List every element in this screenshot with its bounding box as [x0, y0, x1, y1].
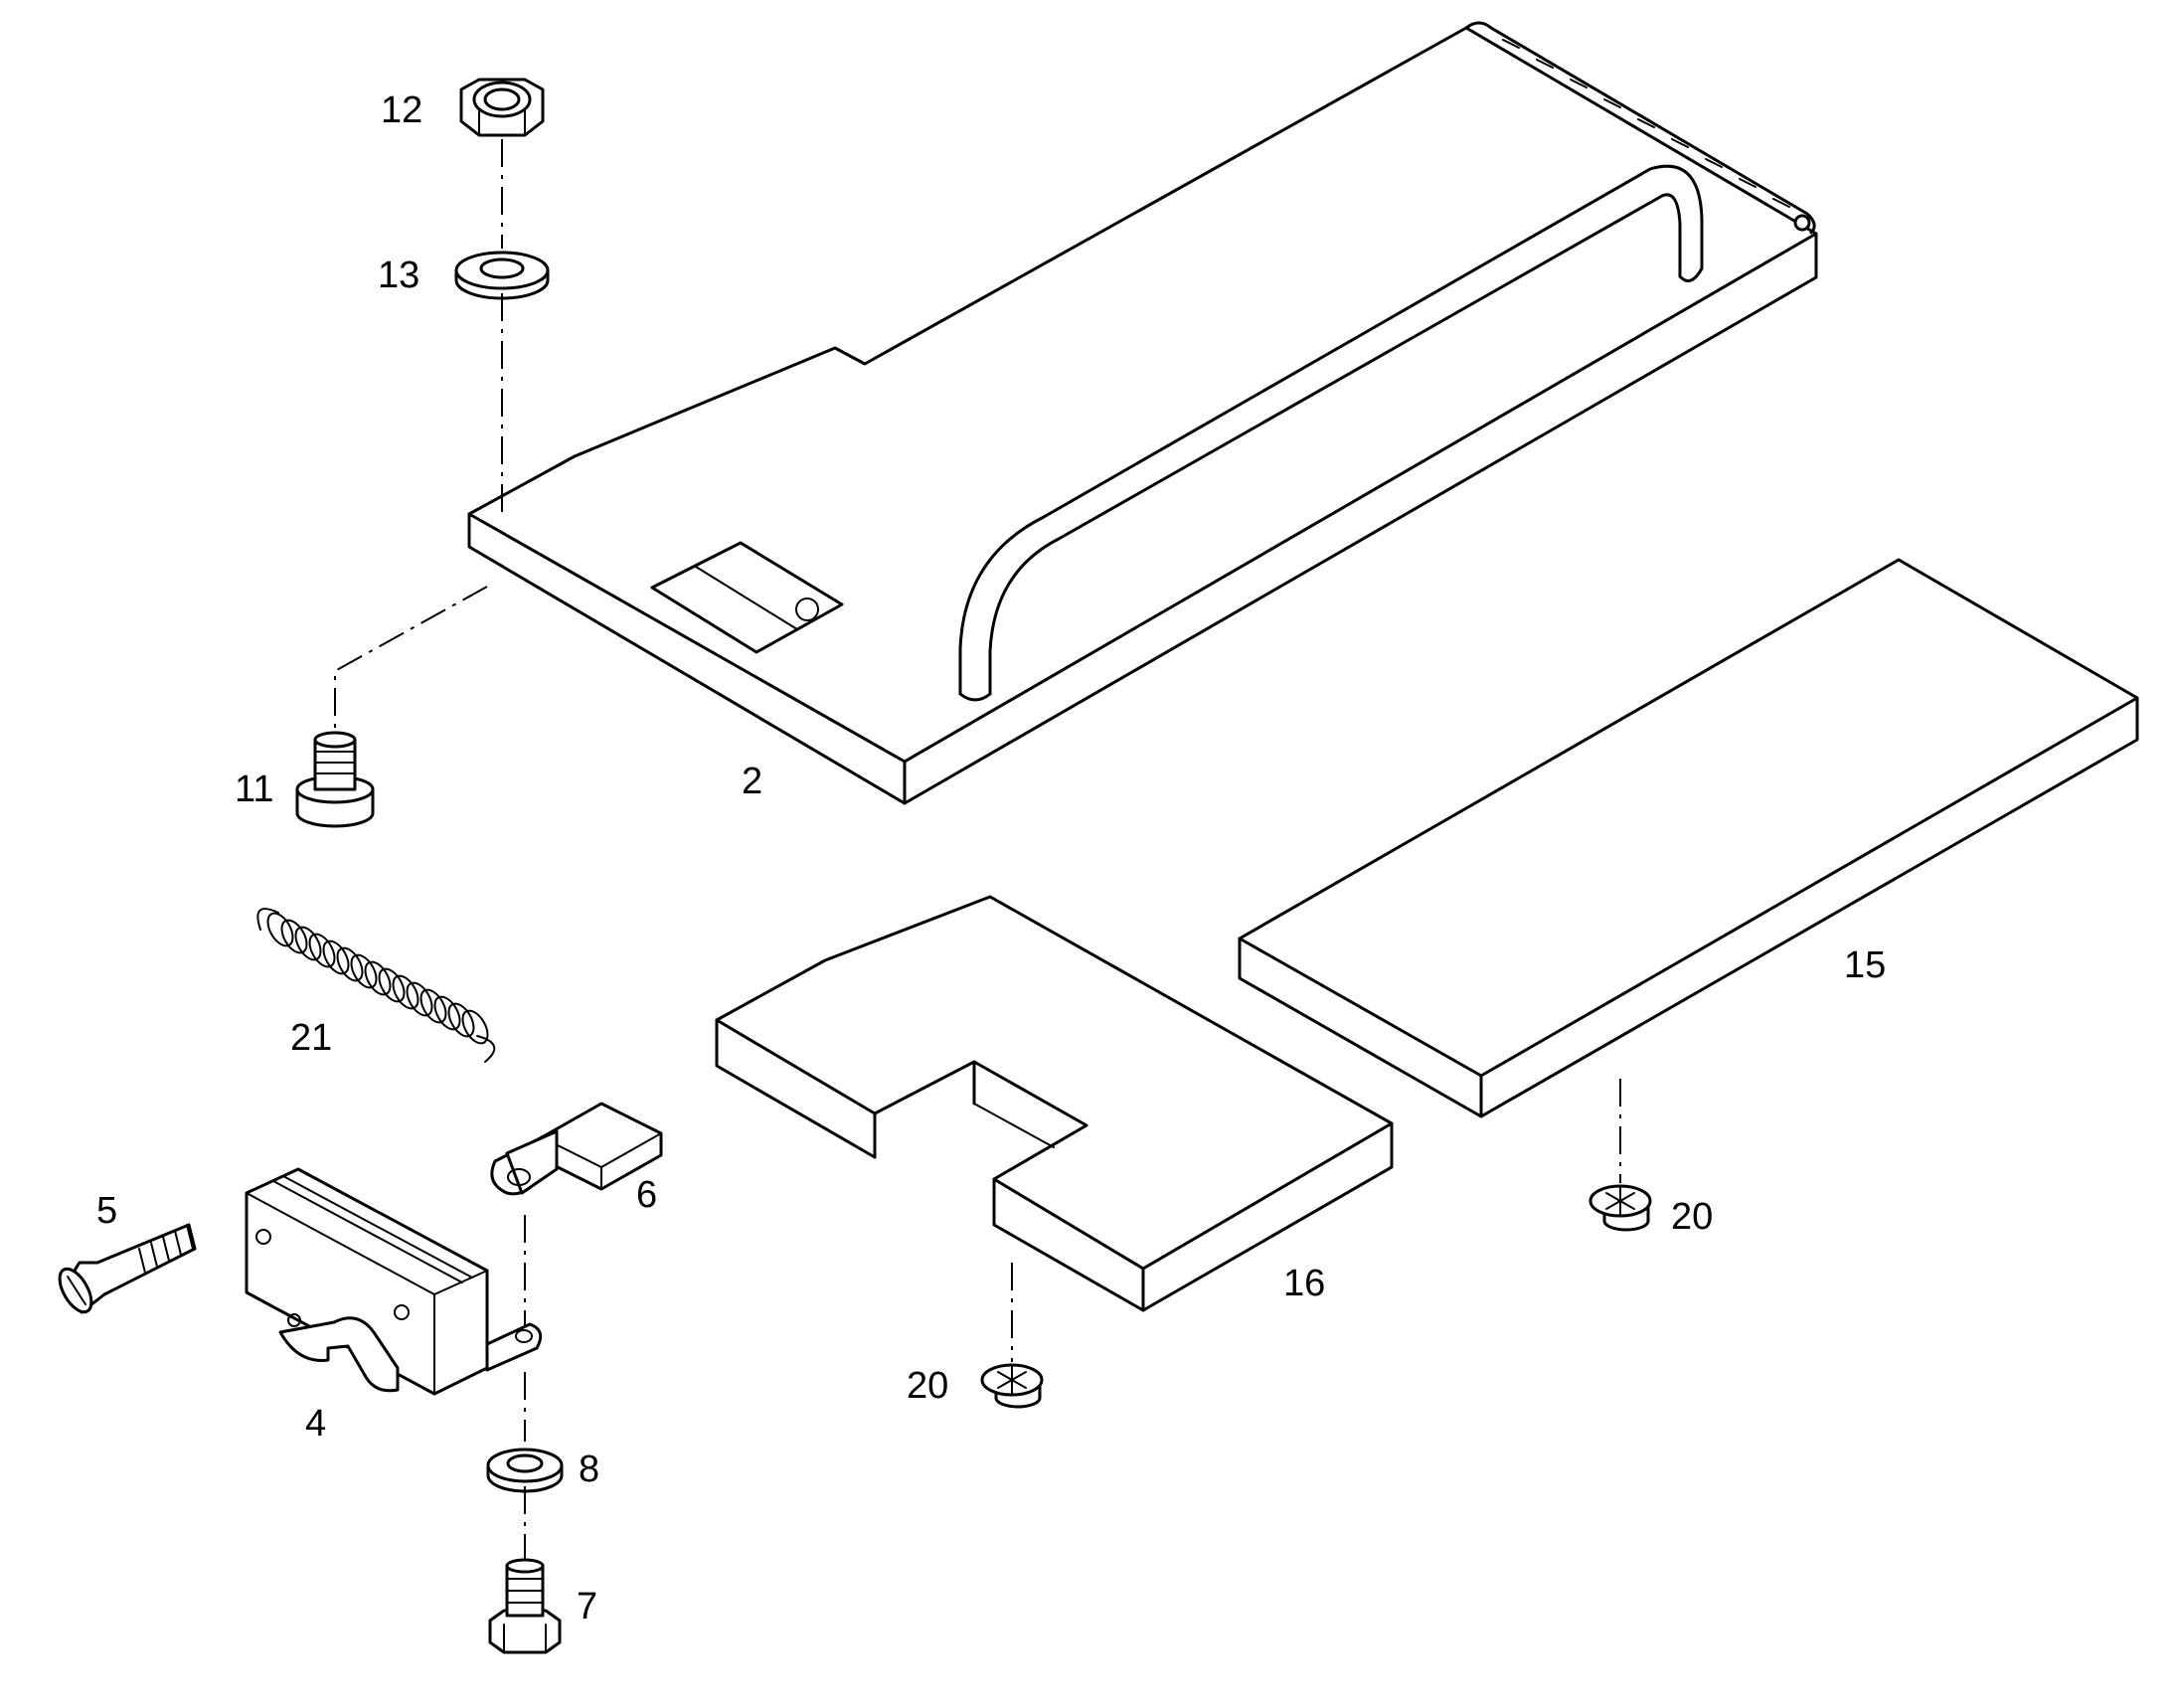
part-16-notched-pad [715, 895, 1394, 1312]
part-12-hex-nut [459, 78, 545, 137]
part-6-terminal [490, 1102, 663, 1196]
callout-7: 7 [577, 1586, 597, 1627]
callout-8: 8 [579, 1449, 599, 1490]
part-13-washer [454, 251, 550, 300]
callout-6: 6 [636, 1174, 657, 1216]
part-4-micro-switch [245, 1167, 543, 1396]
part-15-pad [1238, 558, 2139, 1118]
callout-15: 15 [1844, 944, 1886, 986]
part-11-screw [295, 731, 375, 828]
assembly-centerlines [334, 139, 1621, 1561]
callout-11: 11 [235, 769, 273, 810]
callout-4: 4 [305, 1403, 326, 1445]
part-2-cover-plate [467, 21, 1818, 805]
callout-5: 5 [96, 1190, 117, 1232]
callout-20-lower: 20 [907, 1365, 948, 1407]
callout-labels: 2 4 5 6 7 8 11 12 13 15 16 20 20 21 [96, 89, 1886, 1627]
part-7-hex-bolt [488, 1558, 562, 1654]
callout-12: 12 [381, 89, 422, 131]
part-21-spring [256, 908, 496, 1063]
callout-2: 2 [742, 761, 762, 802]
callout-21: 21 [290, 1017, 332, 1059]
callout-13: 13 [378, 255, 419, 296]
part-20-screw-b [1588, 1184, 1652, 1232]
callout-16: 16 [1283, 1263, 1325, 1304]
part-5-screw [58, 1223, 197, 1314]
part-8-washer [486, 1448, 564, 1493]
callout-20-right: 20 [1671, 1196, 1713, 1238]
part-20-screw-a [980, 1363, 1044, 1409]
